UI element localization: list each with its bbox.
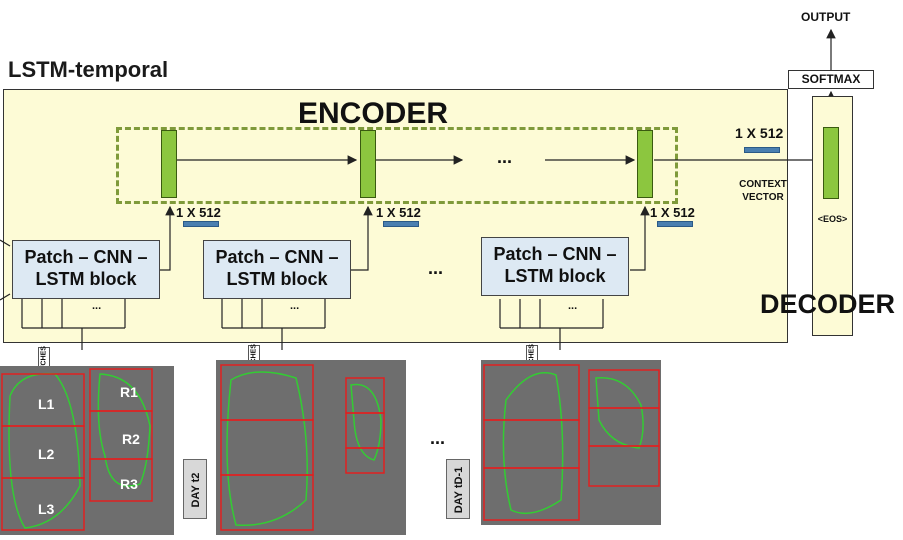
output-label: OUTPUT	[801, 10, 851, 24]
xray-image-2	[216, 360, 406, 535]
xray-image-1: L1 L2 L3 R1 R2 R3	[0, 366, 174, 535]
context-vector-caption: CONTEXT VECTOR	[728, 178, 798, 204]
block2-leads	[221, 299, 326, 350]
lstm-cell-2	[360, 130, 376, 198]
block3-to-cell	[630, 205, 650, 271]
day-label-t2: DAY t2	[183, 459, 207, 519]
block-1-dots: ...	[92, 300, 102, 312]
chain-ellipsis: ...	[497, 147, 513, 167]
encoder-title: ENCODER	[298, 97, 449, 130]
lstm-sequence-box	[116, 127, 678, 204]
block2-to-cell	[351, 205, 373, 271]
cell-2-vector-label: 1 X 512	[376, 205, 421, 220]
encoder-panel	[3, 89, 788, 343]
context-vector-label: 1 X 512	[735, 125, 784, 141]
region-L3: L3	[38, 501, 55, 517]
softmax-box: SOFTMAX	[788, 70, 874, 89]
block1-leads	[21, 299, 126, 350]
patch-cnn-lstm-block-1: Patch – CNN – LSTM block	[12, 240, 160, 299]
lstm-cell-3	[637, 130, 653, 198]
region-L2: L2	[38, 446, 55, 462]
day-label-tD-1: DAY tD-1	[446, 459, 470, 519]
lstm-cell-1	[161, 130, 177, 198]
block-3-line2: LSTM block	[504, 265, 606, 286]
region-R3: R3	[120, 476, 138, 492]
left-edge-line-1	[0, 239, 11, 247]
cell-2-vector-bar	[383, 221, 419, 227]
block-3-line1: Patch – CNN –	[493, 244, 617, 264]
decoder-lstm-cell	[823, 127, 839, 199]
block-1-line1: Patch – CNN –	[24, 247, 148, 267]
cell-1-vector-label: 1 X 512	[176, 205, 221, 220]
block-3-dots: ...	[568, 300, 578, 312]
cell-3-vector-label: 1 X 512	[650, 205, 695, 220]
cell-3-vector-bar	[657, 221, 693, 227]
patch-cnn-lstm-block-3: Patch – CNN – LSTM block	[481, 237, 629, 296]
decoder-title: DECODER	[760, 289, 896, 319]
blocks-ellipsis: ...	[428, 258, 444, 278]
block-2-dots: ...	[290, 300, 300, 312]
images-ellipsis: ...	[430, 428, 446, 448]
block3-leads	[499, 299, 604, 350]
cell-1-vector-bar	[183, 221, 219, 227]
context-caption-line1: CONTEXT	[739, 179, 787, 190]
patch-cnn-lstm-block-2: Patch – CNN – LSTM block	[203, 240, 351, 299]
xray-1-overlay	[1, 368, 153, 531]
context-vector-bar	[744, 147, 780, 153]
block-1-line2: LSTM block	[35, 268, 137, 289]
left-edge-line-2	[0, 293, 11, 301]
block1-to-cell	[160, 205, 175, 271]
context-caption-line2: VECTOR	[742, 192, 784, 203]
region-R2: R2	[122, 431, 140, 447]
region-R1: R1	[120, 384, 138, 400]
xray-3-overlay	[483, 364, 660, 521]
eos-token: <EOS>	[817, 214, 848, 224]
xray-image-3	[481, 360, 661, 525]
xray-2-overlay	[220, 364, 385, 531]
block-2-line1: Patch – CNN –	[215, 247, 339, 267]
region-L1: L1	[38, 396, 55, 412]
diagram-title: LSTM-temporal	[8, 57, 169, 82]
block-2-line2: LSTM block	[226, 268, 328, 289]
